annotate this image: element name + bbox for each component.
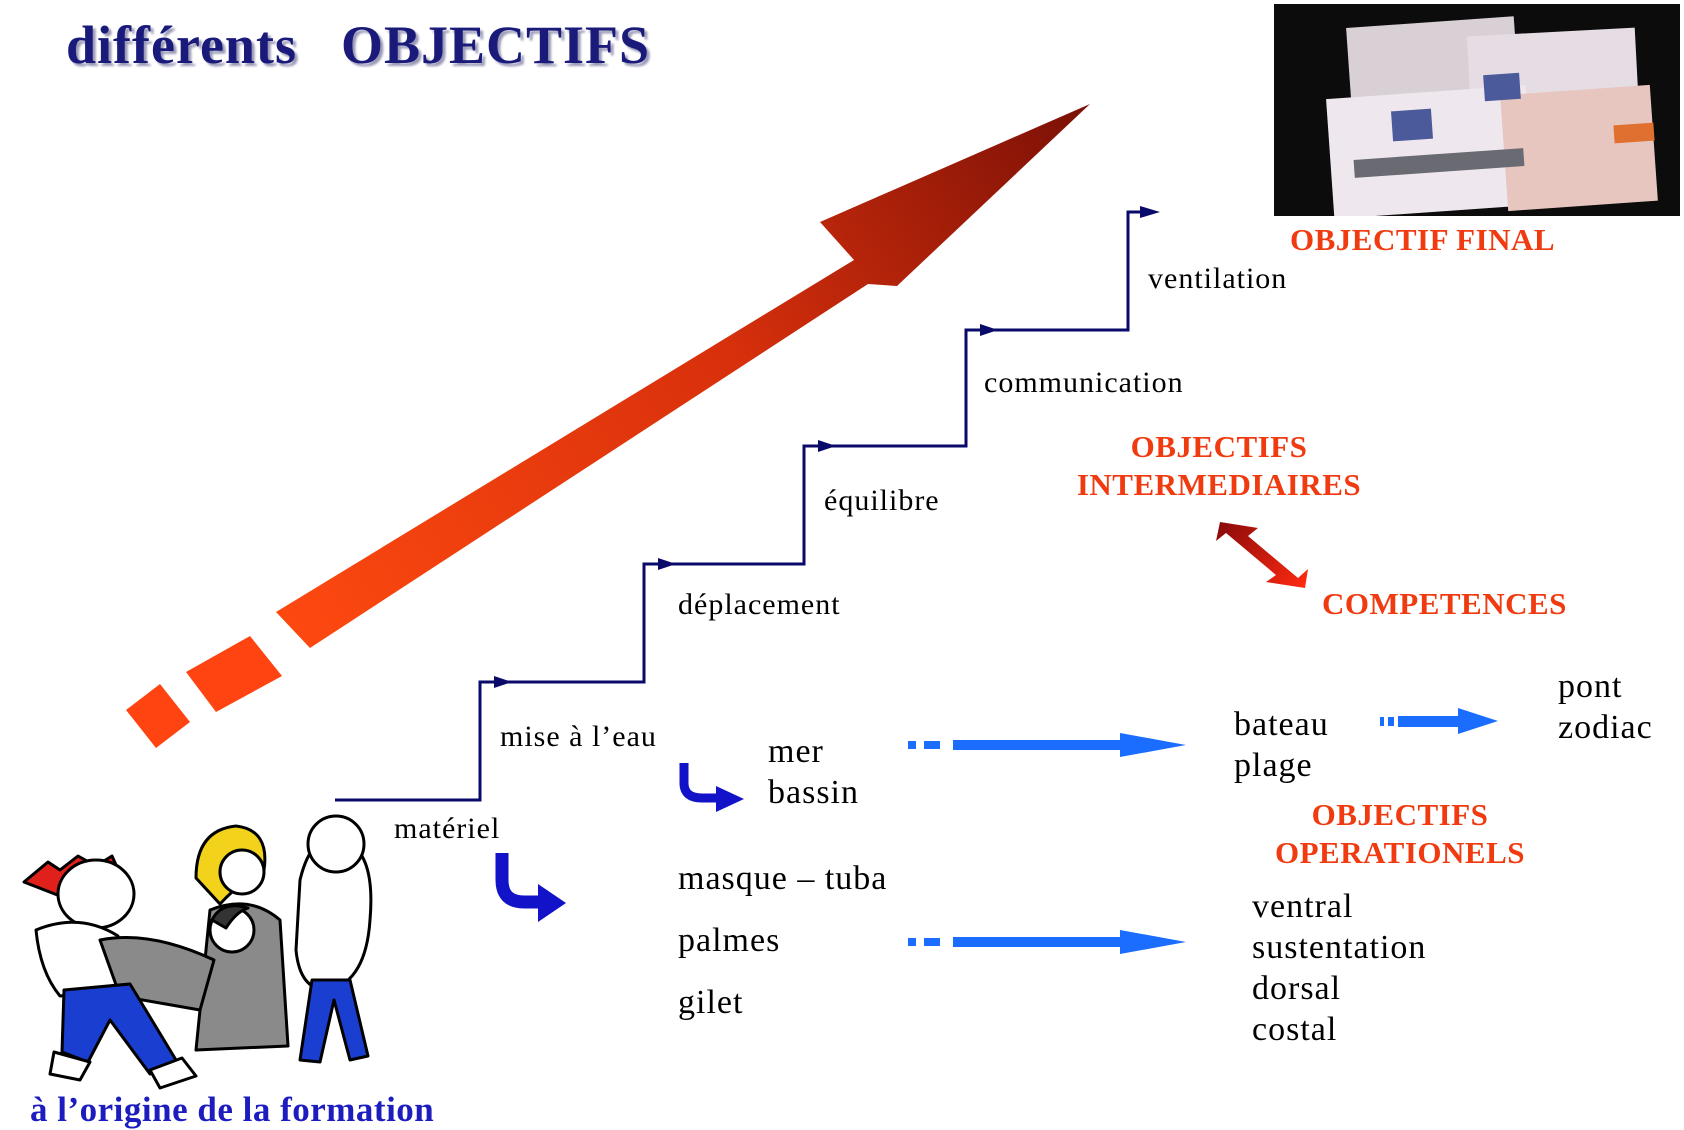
objectives-staircase — [335, 210, 1142, 802]
bent-arrow-water-entry — [679, 763, 744, 812]
final-objective-label: OBJECTIF FINAL — [1290, 222, 1556, 257]
certificate-cards-illustration — [1326, 16, 1658, 216]
certificate-card — [1326, 85, 1534, 216]
competences-label: COMPETENCES — [1322, 586, 1567, 621]
arrow-tail-dash — [908, 938, 916, 946]
cartoon-person-right-legs — [298, 978, 370, 1064]
operational-objectives-line-2: OPERATIONELS — [1274, 835, 1526, 870]
diving-certificate-cards-photo — [1274, 4, 1680, 216]
cartoon-man-left-head — [56, 858, 136, 930]
cartoon-person-middle-hair — [210, 904, 250, 930]
bent-arrow-equipment-shaft — [495, 853, 540, 909]
page-title: différents OBJECTIFS — [66, 14, 650, 76]
blue-arrow-to-entry-types — [908, 733, 1186, 757]
step-label-ventilation: ventilation — [1148, 262, 1288, 295]
list-item: costal — [1252, 1011, 1338, 1048]
cartoon-woman-head — [218, 848, 266, 896]
progress-arrow-tail-dash-1 — [126, 684, 190, 748]
arrow-shaft — [953, 740, 1127, 750]
certificate-card-photo — [1483, 72, 1521, 102]
page-title-word-1: différents — [66, 15, 297, 75]
certificate-card-photo — [1391, 108, 1433, 142]
arrow-head — [1458, 708, 1498, 734]
list-item: bassin — [768, 774, 859, 811]
boat-types-list: pont zodiac — [1558, 666, 1653, 748]
list-item: plage — [1234, 747, 1313, 784]
group-of-cartoon-people-illustration — [22, 814, 373, 1090]
arrow-head — [1120, 733, 1186, 757]
arrow-tail-dash — [1388, 717, 1394, 726]
origin-caption: à l’origine de la formation — [30, 1090, 435, 1129]
list-item: zodiac — [1558, 709, 1653, 746]
bent-arrow-equipment-head — [538, 884, 566, 922]
step-arrowhead — [658, 558, 676, 570]
bent-arrow-equipment — [495, 853, 566, 922]
arrow-head — [1120, 930, 1186, 954]
cartoon-person-right-head — [306, 814, 366, 874]
list-item: masque – tuba — [678, 860, 888, 897]
entry-types-list: bateau plage — [1234, 704, 1329, 786]
progress-arrow — [126, 104, 1090, 748]
step-arrowhead — [818, 440, 836, 452]
operational-objectives-line-1: OBJECTIFS — [1311, 797, 1489, 832]
operational-objectives-heading: OBJECTIFS OPERATIONELS — [1232, 796, 1568, 872]
blue-arrow-to-boat-types — [1380, 708, 1498, 734]
cartoon-man-left-shoe — [48, 1050, 92, 1082]
bent-arrow-water-entry-head — [716, 786, 744, 812]
cartoon-man-left-shoe — [148, 1056, 198, 1090]
list-item: bateau — [1234, 706, 1329, 743]
arrow-tail-dash — [924, 938, 940, 946]
step-label-deplacement: déplacement — [678, 588, 841, 621]
arrow-tail-dash — [908, 741, 916, 749]
swim-positions-list: ventral sustentation dorsal costal — [1252, 886, 1426, 1050]
list-item: mer — [768, 733, 824, 770]
cartoon-man-left-trousers — [60, 982, 178, 1076]
step-label-materiel: matériel — [394, 812, 501, 845]
list-item: palmes — [678, 922, 781, 959]
arrow-shaft — [953, 937, 1127, 947]
certificate-card-stripe — [1353, 148, 1525, 178]
arrow-shaft — [1398, 716, 1464, 727]
equipment-list: masque – tuba palmes gilet — [678, 848, 887, 1034]
list-item: sustentation — [1252, 929, 1427, 966]
bent-arrow-water-entry-shaft — [679, 763, 718, 803]
double-arrow-competences — [1216, 522, 1308, 588]
certificate-card — [1500, 84, 1658, 212]
staircase-arrowheads — [494, 206, 1160, 688]
blue-arrow-to-swim-positions — [908, 930, 1186, 954]
list-item: dorsal — [1252, 970, 1342, 1007]
arrow-tail-dash — [924, 741, 940, 749]
water-entry-list: mer bassin — [768, 731, 859, 813]
intermediate-objectives-heading: OBJECTIFS INTERMEDIAIRES — [1034, 428, 1404, 504]
step-arrowhead — [494, 676, 512, 688]
arrow-tail-dash — [1380, 717, 1384, 726]
progress-arrow-body — [276, 104, 1090, 648]
list-item: ventral — [1252, 888, 1354, 925]
double-arrow-body — [1216, 522, 1308, 588]
step-arrowhead — [1140, 206, 1160, 218]
intermediate-objectives-line-2: INTERMEDIAIRES — [1076, 467, 1362, 502]
certificate-card-orange-tab — [1613, 122, 1655, 144]
step-arrowhead — [980, 324, 998, 336]
page-title-word-2: OBJECTIFS — [340, 15, 651, 75]
list-item: pont — [1558, 668, 1623, 705]
intermediate-objectives-line-1: OBJECTIFS — [1130, 429, 1308, 464]
step-label-mise-a-l-eau: mise à l’eau — [500, 720, 657, 753]
progress-arrow-tail-dash-2 — [186, 636, 282, 712]
staircase-line — [335, 210, 1142, 802]
list-item: gilet — [678, 984, 744, 1021]
step-label-equilibre: équilibre — [824, 484, 940, 517]
step-label-communication: communication — [984, 366, 1184, 399]
